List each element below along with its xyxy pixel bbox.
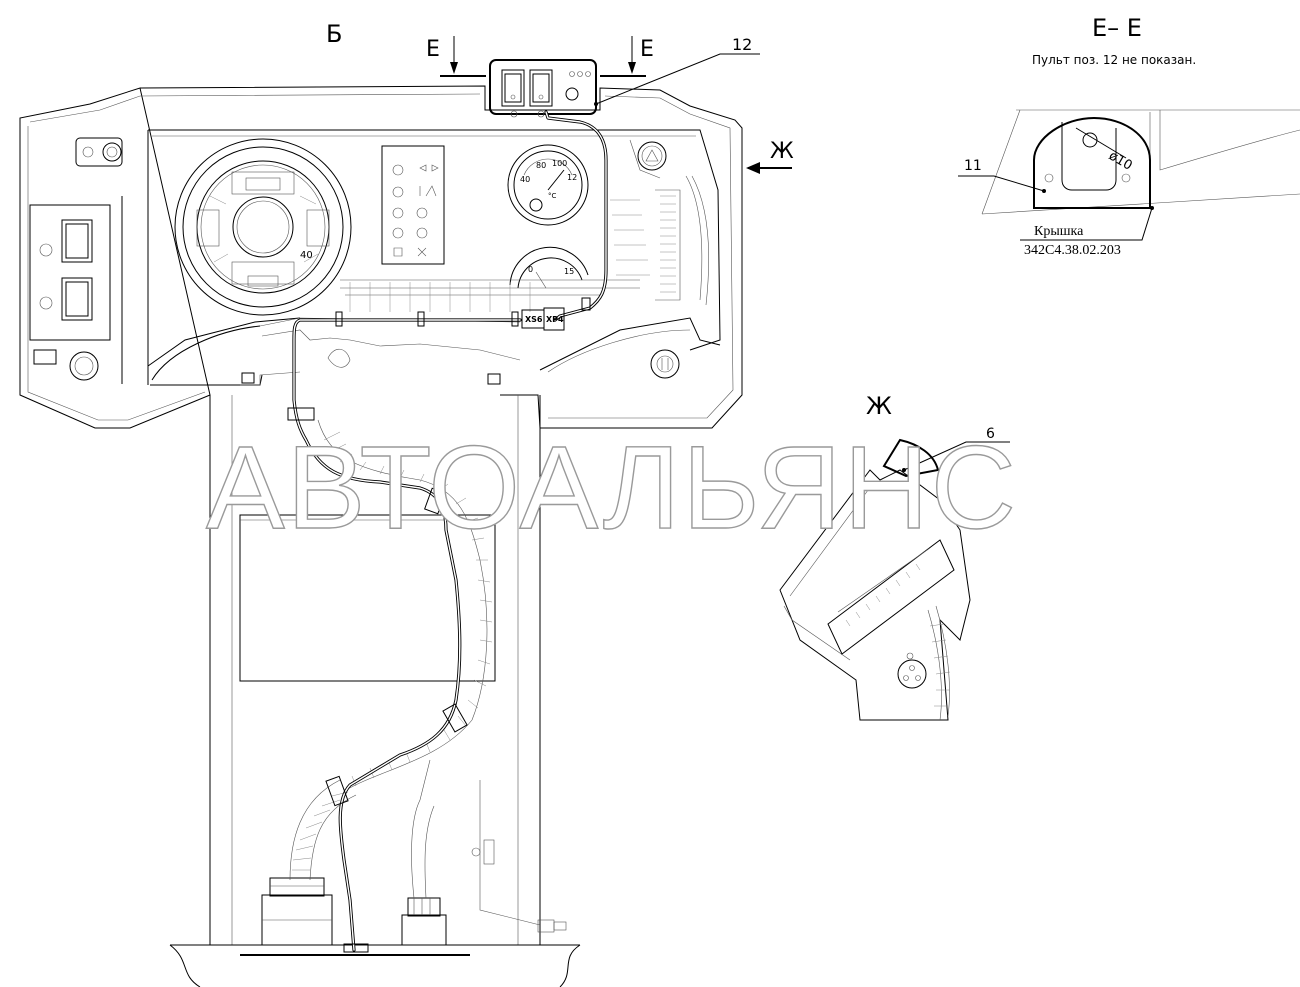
warning-lamp-panel (381, 145, 445, 265)
tacho-tick-40: 40 (300, 250, 313, 261)
steering-column (169, 395, 581, 987)
section-title: Е– Е (1092, 14, 1142, 42)
diameter-label: ø10 (1106, 148, 1135, 173)
pos-12-label: 12 (732, 35, 752, 54)
view-zh-detail: Ж 6 (779, 392, 1010, 721)
cover-name: Крышка (1034, 224, 1084, 239)
view-b-label: Б (326, 20, 342, 48)
tachometer-gauge: 40 (174, 138, 352, 316)
wire-harness (287, 110, 608, 953)
connector-xp4-label: XP4 (546, 315, 564, 324)
wiring-rail (240, 189, 681, 386)
temp-tick-80: 80 (536, 161, 546, 170)
temp-tick-100: 100 (552, 159, 567, 168)
temp-tick-40: 40 (520, 175, 530, 184)
temp-unit: °C (548, 192, 557, 200)
section-marks-e: Е Е (426, 36, 654, 77)
temperature-gauge: 40 80 100 12 °C (507, 144, 589, 226)
dashboard-panel (19, 85, 743, 429)
connector-xs6-label: XS6 (525, 315, 543, 324)
leader-12: 12 (595, 35, 760, 105)
temp-tick-12: 12 (567, 173, 577, 182)
pos-6-label: 6 (986, 426, 995, 442)
section-detail-ee: Е– Е Пульт поз. 12 не показан. 11 ø10 Кр… (958, 14, 1300, 258)
section-note: Пульт поз. 12 не показан. (1032, 53, 1196, 67)
watermark: АВТОАЛЬЯНС (206, 422, 1018, 554)
lower-tick-15: 15 (564, 267, 574, 276)
arrow-zh-label: Ж (770, 139, 794, 164)
pos-11-label: 11 (964, 158, 982, 174)
view-arrow-zh: Ж (746, 139, 794, 174)
section-e-right-label: Е (640, 37, 654, 62)
lower-tick-0: 0 (528, 265, 533, 274)
section-e-left-label: Е (426, 37, 440, 62)
control-box-12 (489, 59, 598, 118)
view-zh-label: Ж (866, 392, 892, 420)
oil-pressure-gauge: 0 15 (509, 246, 589, 289)
connector-pair: XS6 XP4 (521, 307, 565, 331)
cover-code: 342С4.38.02.203 (1024, 243, 1121, 258)
